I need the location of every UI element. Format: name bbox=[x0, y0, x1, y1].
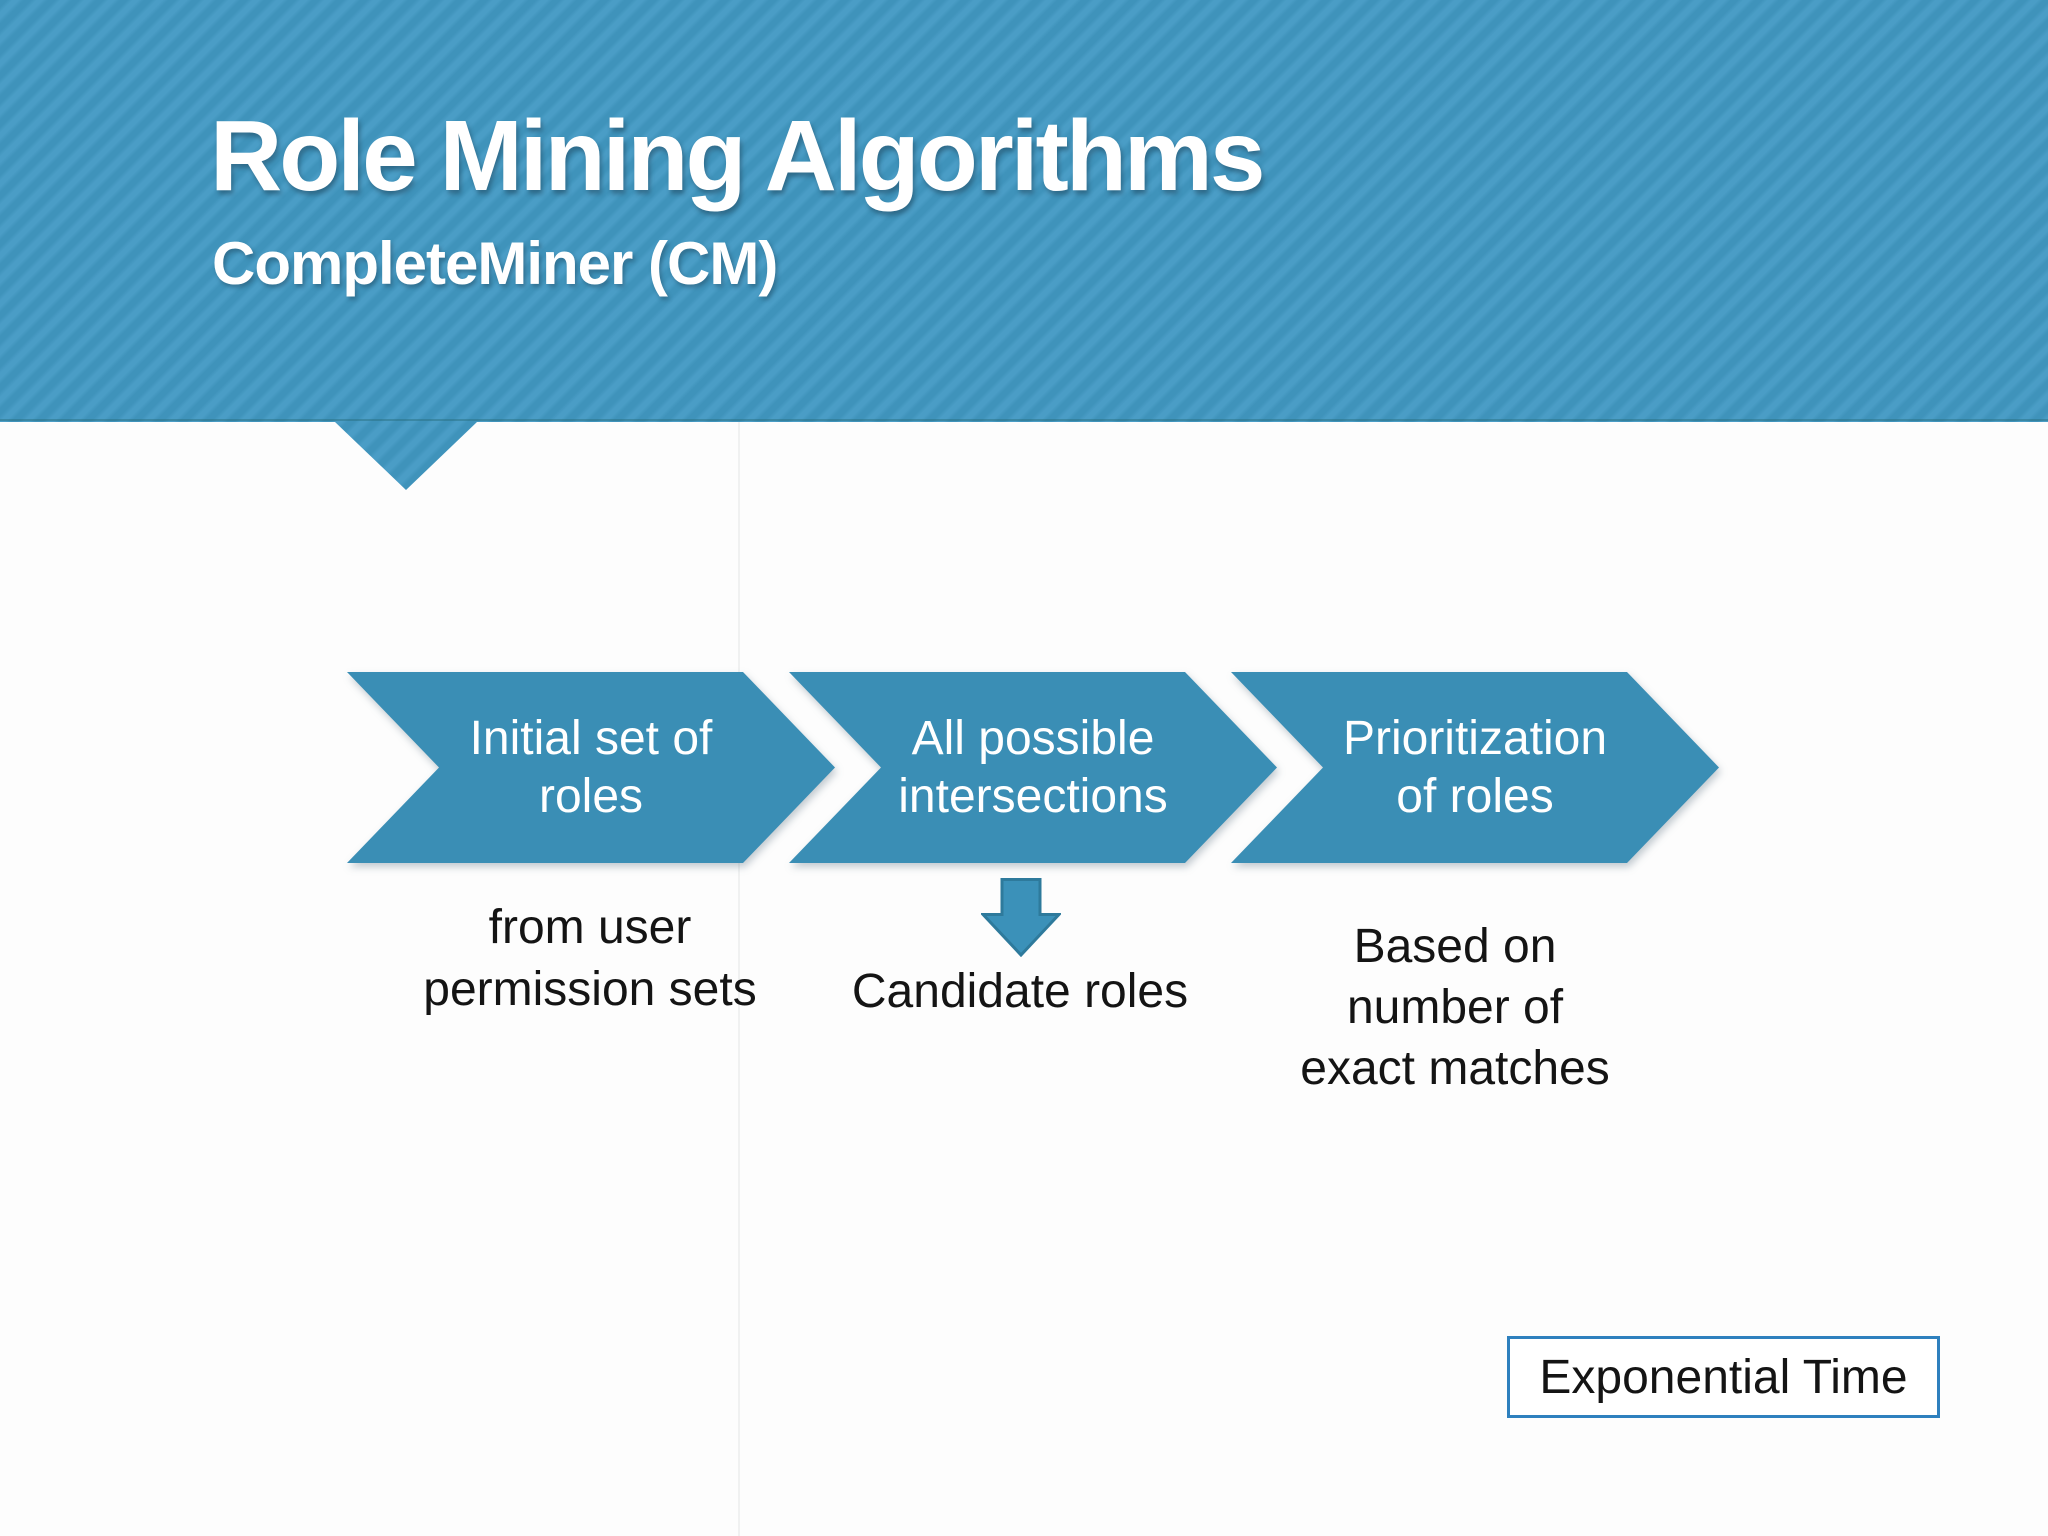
step-note-3-line-1: Based on bbox=[1353, 920, 1557, 973]
step-note-2: Candidate roles bbox=[770, 962, 1270, 1022]
down-arrow-icon bbox=[981, 878, 1061, 957]
chevron-shape-2: All possible intersections bbox=[789, 672, 1277, 863]
exponential-time-badge: Exponential Time bbox=[1507, 1336, 1940, 1418]
header-band: Role Mining Algorithms CompleteMiner (CM… bbox=[0, 0, 2048, 490]
step-note-2-line-1: Candidate roles bbox=[851, 965, 1189, 1018]
chevron-label-3-line-2: of roles bbox=[1396, 769, 1554, 823]
header-bottom-edge bbox=[0, 419, 2048, 422]
step-note-1-line-2: permission sets bbox=[423, 963, 757, 1016]
chevron-label-2: All possible intersections bbox=[789, 672, 1277, 863]
chevron-label-1: Initial set of roles bbox=[347, 672, 835, 863]
chevron-label-3-line-1: Prioritization bbox=[1342, 711, 1608, 765]
step-note-1: from user permission sets bbox=[340, 897, 840, 1021]
step-note-3-line-2: number of bbox=[1346, 981, 1564, 1034]
chevron-step-3: Prioritization of roles bbox=[1231, 672, 1719, 863]
chevron-label-2-line-1: All possible bbox=[911, 711, 1155, 765]
slide-title: Role Mining Algorithms bbox=[210, 100, 1265, 212]
background-seam bbox=[738, 422, 740, 1536]
chevron-step-1: Initial set of roles bbox=[347, 672, 835, 863]
step-note-3-line-3: exact matches bbox=[1300, 1042, 1610, 1095]
chevron-label-2-line-2: intersections bbox=[898, 769, 1168, 823]
step-note-3: Based on number of exact matches bbox=[1205, 916, 1705, 1099]
chevron-step-2: All possible intersections bbox=[789, 672, 1277, 863]
badge-label: Exponential Time bbox=[1539, 1350, 1908, 1404]
slide-subtitle: CompleteMiner (CM) bbox=[212, 230, 778, 297]
chevron-label-3: Prioritization of roles bbox=[1231, 672, 1719, 863]
chevron-label-1-line-2: roles bbox=[538, 769, 644, 823]
chevron-label-1-line-1: Initial set of bbox=[469, 711, 713, 765]
chevron-shape-1: Initial set of roles bbox=[347, 672, 835, 863]
step-note-1-line-1: from user bbox=[488, 901, 692, 954]
chevron-shape-3: Prioritization of roles bbox=[1231, 672, 1719, 863]
